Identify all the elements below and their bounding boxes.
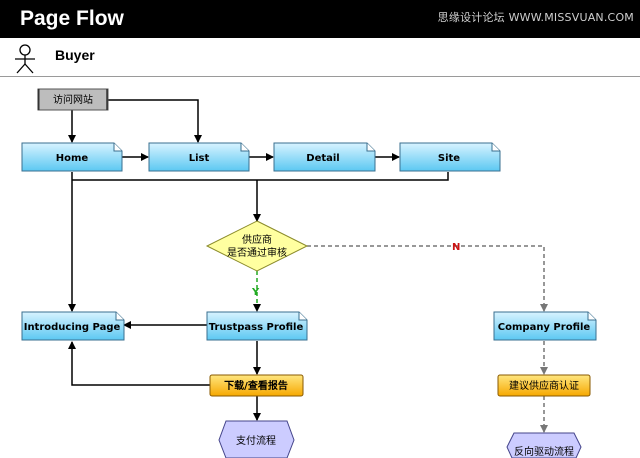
actor-bar: Buyer — [0, 38, 640, 77]
edge-download-introducing — [68, 341, 210, 386]
node-introducing[interactable]: Introducing Page — [21, 311, 125, 341]
node-decision-line2: 是否通过审核 — [227, 246, 287, 259]
node-detail-label: Detail — [306, 153, 339, 164]
node-home-label: Home — [56, 153, 89, 164]
node-company-label: Company Profile — [498, 322, 591, 333]
node-introducing-label: Introducing Page — [24, 322, 121, 333]
header-bar: Page Flow 思缘设计论坛 WWW.MISSVUAN.COM — [0, 0, 640, 38]
node-decision-line1: 供应商 — [242, 233, 272, 246]
node-trustpass[interactable]: Trustpass Profile — [206, 311, 308, 341]
node-list-label: List — [189, 153, 210, 164]
page-title: Page Flow — [20, 7, 124, 30]
node-home[interactable]: Home — [21, 142, 123, 172]
watermark: 思缘设计论坛 WWW.MISSVUAN.COM — [437, 11, 634, 24]
node-reverse-label: 反向驱动流程 — [514, 445, 574, 458]
node-detail[interactable]: Detail — [273, 142, 376, 172]
edge-site-bus — [72, 172, 449, 181]
node-trustpass-label: Trustpass Profile — [209, 322, 304, 333]
stick-figure-icon — [15, 44, 35, 74]
node-download[interactable]: 下载/查看报告 — [209, 374, 304, 397]
node-site[interactable]: Site — [399, 142, 501, 172]
actor-label: Buyer — [55, 47, 95, 63]
node-reverse[interactable]: 反向驱动流程 — [506, 432, 582, 458]
edge-decision-company — [307, 245, 548, 312]
node-start[interactable]: 访问网站 — [37, 88, 109, 111]
node-site-label: Site — [438, 153, 460, 164]
node-company[interactable]: Company Profile — [493, 311, 597, 341]
edge-start-list — [108, 99, 202, 143]
node-suggest[interactable]: 建议供应商认证 — [497, 374, 591, 397]
node-download-label: 下载/查看报告 — [224, 379, 288, 392]
node-decision[interactable]: 供应商 是否通过审核 — [205, 220, 309, 272]
node-start-label: 访问网站 — [53, 93, 93, 106]
node-suggest-label: 建议供应商认证 — [509, 379, 579, 392]
edge-label-no: N — [452, 242, 460, 253]
node-list[interactable]: List — [148, 142, 250, 172]
node-pay-label: 支付流程 — [236, 434, 276, 447]
edge-label-yes: Y — [251, 287, 260, 298]
node-pay[interactable]: 支付流程 — [218, 420, 295, 458]
